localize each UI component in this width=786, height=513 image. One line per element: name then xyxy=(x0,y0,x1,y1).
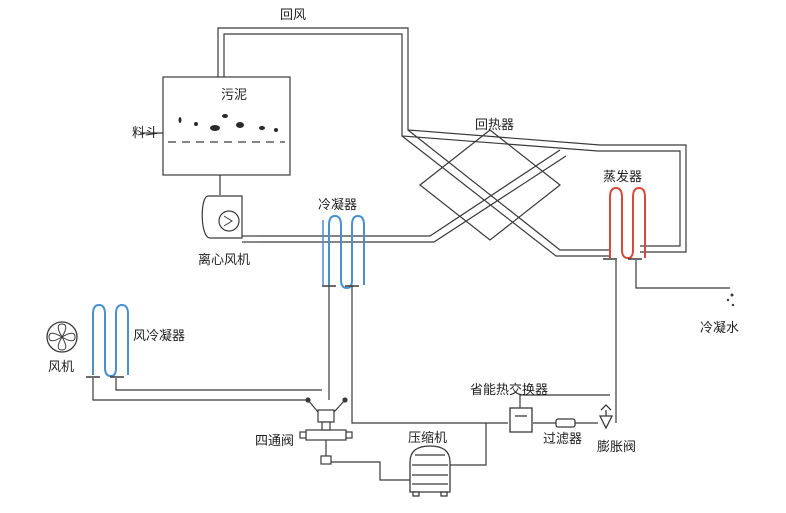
refrigerant-piping xyxy=(92,260,730,481)
condenser-label: 冷凝器 xyxy=(318,198,358,213)
return-air-label: 回风 xyxy=(280,8,307,23)
expansion-valve-label: 膨胀阀 xyxy=(597,440,637,455)
centrifugal-fan-label: 离心风机 xyxy=(198,253,251,268)
filter-label: 过滤器 xyxy=(543,432,583,447)
economizer-label: 省能热交换器 xyxy=(470,383,549,398)
evaporator-label: 蒸发器 xyxy=(603,170,643,185)
air-condenser-coil xyxy=(92,303,129,378)
centrifugal-fan-icon xyxy=(201,175,258,243)
expansion-valve-icon xyxy=(598,404,614,430)
hopper-label: 料斗 xyxy=(132,126,159,141)
four-way-valve-label: 四通阀 xyxy=(255,434,295,449)
economizer-icon xyxy=(509,407,533,433)
fan-label: 风机 xyxy=(48,360,75,375)
sludge-chamber xyxy=(140,76,291,176)
heat-recovery-exchanger xyxy=(258,129,610,257)
filter-icon xyxy=(555,418,576,428)
heat-recovery-label: 回热器 xyxy=(475,118,515,133)
return-air-duct xyxy=(217,27,687,253)
evaporator-coil xyxy=(609,186,646,260)
sludge-label: 污泥 xyxy=(221,88,248,103)
four-way-valve-icon xyxy=(299,397,353,465)
water-drop-icon xyxy=(726,293,735,307)
condenser-coil xyxy=(322,214,365,290)
compressor-label: 压缩机 xyxy=(408,431,448,446)
sludge-blobs xyxy=(178,114,278,132)
fan-blade-icon xyxy=(46,321,78,353)
compressor-icon xyxy=(409,445,451,497)
air-condenser-label: 风冷凝器 xyxy=(133,329,186,344)
condensate-label: 冷凝水 xyxy=(700,321,740,336)
